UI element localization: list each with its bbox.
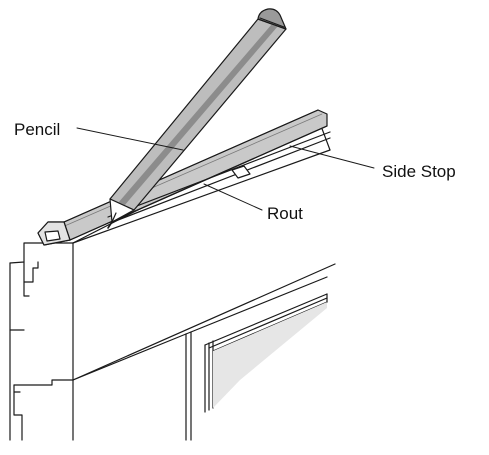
- leader-lines: [76, 127, 375, 211]
- sash-stile: [9, 242, 187, 441]
- rout-label: Rout: [267, 204, 303, 223]
- side-stop-leader-line: [289, 145, 375, 169]
- pencil: [107, 8, 287, 229]
- glass-panel: [185, 293, 328, 441]
- rout-groove: [107, 131, 331, 223]
- pencil-leader-line: [76, 127, 184, 151]
- side-stop: [37, 109, 328, 246]
- pencil-label: Pencil: [14, 120, 61, 139]
- top-rail: [72, 117, 336, 381]
- rout-leader-line: [203, 183, 263, 211]
- side-stop-label: Side Stop: [382, 162, 456, 181]
